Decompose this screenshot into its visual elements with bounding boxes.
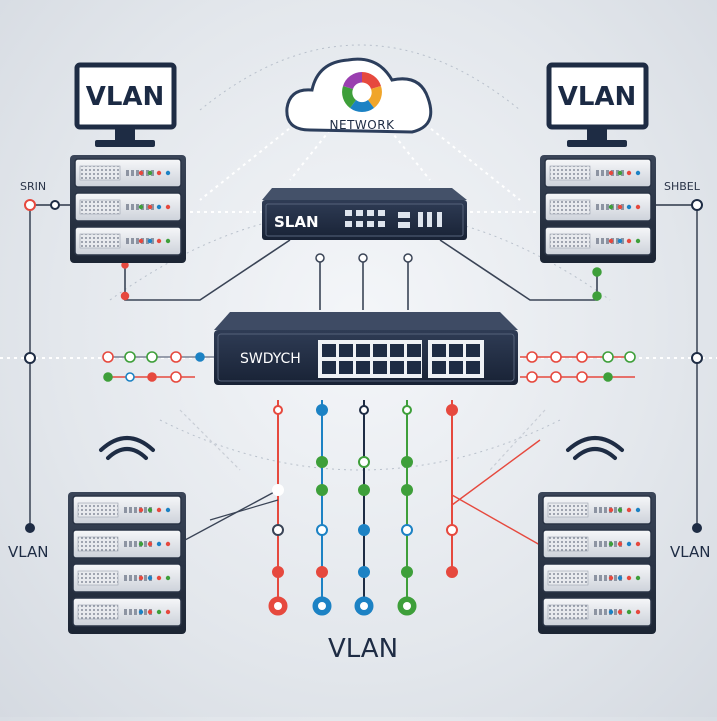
left-port-chain	[102, 351, 215, 383]
switch-port	[432, 361, 446, 374]
top-switch-ports	[345, 210, 442, 228]
side-label-right-bottom: VLAN	[670, 543, 710, 561]
server-unit	[72, 495, 182, 525]
server-unit	[542, 597, 652, 627]
server-unit	[544, 158, 652, 188]
server-unit	[542, 495, 652, 525]
side-rail-nodes	[24, 199, 703, 533]
switch-port	[449, 344, 463, 357]
switch-port	[390, 344, 404, 357]
main-switch: SWDYCH	[214, 312, 518, 385]
wifi-icon-right	[566, 436, 624, 460]
server-unit	[544, 192, 652, 222]
main-switch-label: SWDYCH	[240, 351, 301, 367]
monitor-left: VLAN	[74, 62, 177, 147]
side-label-left-bottom: VLAN	[8, 543, 48, 561]
main-switch-ports	[322, 344, 421, 374]
switch-port	[322, 361, 336, 374]
server-unit	[72, 563, 182, 593]
top-switch-label: SLAN	[274, 213, 319, 231]
bottom-title: VLAN	[328, 634, 398, 664]
switch-port	[449, 361, 463, 374]
server-rack-lower-left	[68, 492, 186, 634]
upper-links	[124, 239, 598, 310]
server-rack-upper-right	[540, 155, 656, 263]
server-unit	[74, 226, 182, 256]
side-rails	[29, 204, 698, 528]
side-label-right-top: SHBEL	[664, 180, 701, 193]
switch-port	[373, 361, 387, 374]
switch-port	[339, 361, 353, 374]
server-unit	[72, 529, 182, 559]
server-rack-upper-left	[70, 155, 186, 263]
switch-port	[373, 344, 387, 357]
server-unit	[74, 158, 182, 188]
switch-port	[432, 344, 446, 357]
monitor-right: VLAN	[546, 62, 649, 147]
cloud-links	[199, 119, 521, 201]
side-label-left-top: SRIN	[20, 180, 46, 193]
cable-nodes	[268, 404, 458, 616]
monitor-left-label: VLAN	[86, 82, 165, 112]
switch-port	[466, 361, 480, 374]
switch-port	[390, 361, 404, 374]
server-unit	[542, 563, 652, 593]
switch-port	[466, 344, 480, 357]
server-racks	[68, 155, 656, 634]
switch-port	[356, 344, 370, 357]
main-switch-uplink-ports	[432, 344, 480, 374]
switch-port	[407, 344, 421, 357]
switch-port	[339, 344, 353, 357]
network-logo-icon	[342, 72, 382, 112]
upper-link-nodes	[120, 253, 602, 301]
server-rack-lower-right	[538, 492, 656, 634]
switch-port	[356, 361, 370, 374]
server-unit	[72, 597, 182, 627]
right-port-chain	[520, 351, 636, 383]
switch-port	[322, 344, 336, 357]
server-unit	[542, 529, 652, 559]
switch-port	[407, 361, 421, 374]
server-unit	[544, 226, 652, 256]
wifi-icon-left	[99, 436, 155, 460]
top-switch: SLAN	[262, 188, 467, 240]
cloud-label: NETWORK	[330, 118, 396, 132]
server-unit	[74, 192, 182, 222]
cloud-icon: NETWORK	[285, 57, 433, 134]
monitor-right-label: VLAN	[558, 82, 637, 112]
